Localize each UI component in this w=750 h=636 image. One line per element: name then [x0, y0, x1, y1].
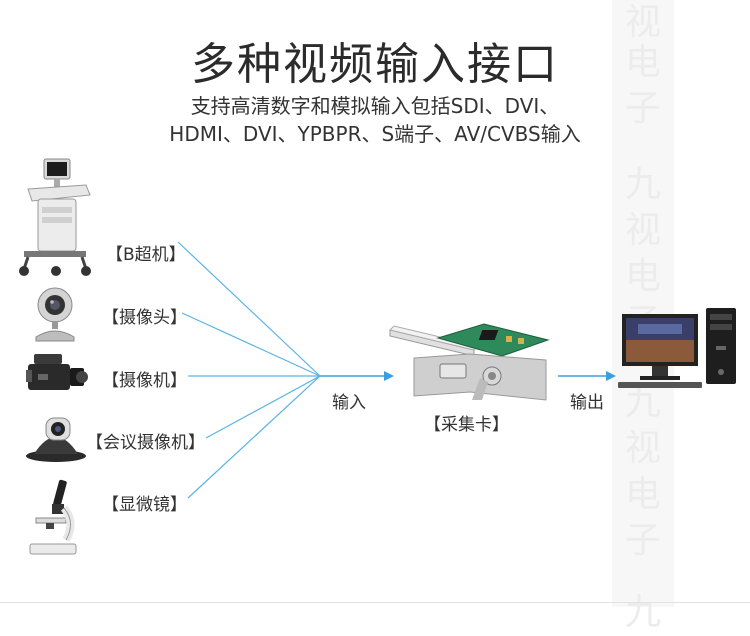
connector-line-ultrasound: [178, 242, 320, 376]
source-label-microscope: 【显微镜】: [102, 490, 187, 515]
pc-tower-icon: [704, 306, 738, 388]
card-label: 【采集卡】: [424, 410, 509, 435]
footer-divider: [0, 602, 750, 603]
ptz-camera-icon: [22, 410, 90, 464]
webcam-icon: [30, 285, 80, 343]
output-label: 输出: [570, 388, 604, 413]
connector-line-webcam: [182, 313, 320, 376]
ultrasound-machine-icon: [14, 155, 94, 280]
source-label-webcam: 【摄像头】: [102, 303, 187, 328]
camcorder-icon: [24, 350, 88, 398]
source-label-camcorder: 【摄像机】: [102, 366, 187, 391]
microscope-icon: [26, 478, 84, 558]
source-label-ptz-camera: 【会议摄像机】: [86, 428, 205, 453]
input-label: 输入: [332, 388, 366, 413]
monitor-icon: [618, 310, 702, 392]
capture-card-icon: [384, 320, 556, 410]
source-label-ultrasound: 【B超机】: [106, 240, 186, 265]
